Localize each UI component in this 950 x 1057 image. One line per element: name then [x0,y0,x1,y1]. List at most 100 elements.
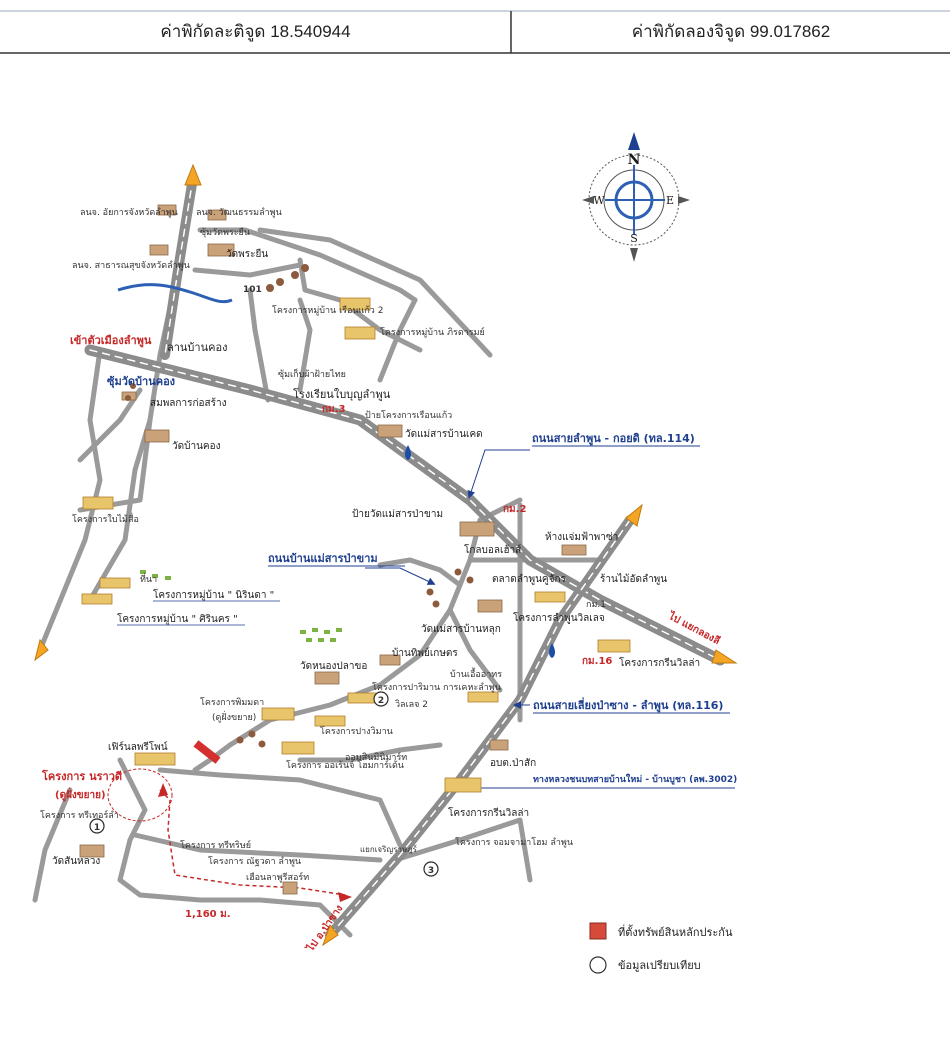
compass-e-label: E [666,194,674,207]
map-legend: ที่ตั้งทรัพย์สินหลักประกัน ข้อมูลเปรียบเ… [589,922,733,974]
arrow-north-icon [184,163,202,186]
store-icon [459,521,495,537]
label-narawadi: โครงการ นราวดี [41,769,122,783]
legend-subject-swatch [589,922,607,940]
road-pointers [365,449,735,792]
header-frame [0,10,950,54]
resort-icon [282,881,298,895]
road-label-116: ถนนสายเลี่ยงป่าซาง - ลำพูน (ทล.116) [533,697,723,713]
label-allium: ออมสินมินิมาร์ท [345,751,407,763]
temple-icon [477,599,503,613]
km3-label: กม.3 [322,404,345,415]
road-label-114: ถนนสายลำพูน - กอยดิ (ทล.114) [532,432,695,446]
subject-property-marker [193,740,221,764]
label-villa2: วิลเลจ 2 [395,699,428,710]
label-talad: ตลาดลำพูนคูจักร [492,574,567,585]
gas-station-icon [549,643,555,658]
gov-building-icon [207,209,227,221]
temple-icon [377,424,403,438]
road-labels: ถนนสายลำพูน - กอยดิ (ทล.114) ถนนบ้านแม่ส… [268,432,737,785]
buildings [79,204,631,895]
to-lamphun-label: เข้าตัวเมืองลำพูน [70,334,152,348]
label-ban-tip: บ้านทิพย์เกษตร [392,647,458,659]
label-silk: ซุ้มเก็บผ้าฝ้ายไทย [278,367,346,380]
label-health: ลนจ. สาธารณสุขจังหวัดลำพูน [72,260,190,271]
label-nirin: โครงการหมู่บ้าน " นิรินดา " [153,588,274,601]
label-baimai: โครงการใบไม้สื่อ [72,512,139,525]
label-pirom: โครงการหมู่บ้าน ภิรดารมย์ [380,326,485,338]
km1-label: กม.1 [586,600,606,610]
store-icon [561,544,587,556]
label-school: โรงเรียนใบบุญลำพูน [293,387,391,401]
compass-n-label: N [628,152,641,168]
label-km101: 101 [243,285,262,295]
compass-rose: N S W E [582,132,690,262]
project-icon [134,752,176,766]
compass-w-label: W [593,194,605,207]
arrow-ne-icon [625,503,643,527]
road-network [32,175,603,938]
place-labels: ลนจ. อัยการจังหวัดลำพูน ลนจ. วัฒนธรรมลำพ… [40,207,700,920]
legend-comparable-swatch [589,956,607,974]
temple-icon [314,671,340,685]
km2-label: กม.2 [503,504,526,515]
comparable-number-2: 2 [378,696,384,706]
project-icon [534,591,566,603]
latitude-value: ค่าพิกัดละติจูด 18.540944 [160,22,351,41]
project-icon [444,777,482,793]
project-icon [597,639,631,653]
label-lamphun-villa: โครงการลำพูนวิลเลจ [513,611,605,624]
comparable-number-3: 3 [428,866,434,876]
project-icon [347,692,377,704]
compass-s-label: S [630,232,638,245]
project-icon [99,577,131,589]
temple-icon [79,844,105,858]
direction-arrows [34,163,738,947]
path-arrow-end-icon [338,892,352,902]
project-icon [344,326,376,340]
legend-subject-label: ที่ตั้งทรัพย์สินหลักประกัน [618,924,733,939]
house-icon [379,654,401,666]
gov-building-icon [157,204,177,216]
longitude-value: ค่าพิกัดลองจิจูด 99.017862 [631,22,831,41]
label-jamsai: โครงการ จอมจามาโฮม ลำพูน [455,837,573,848]
label-wat-ban-kong: วัดบ้านคอง [172,440,221,452]
label-tipmai: ที่นา [140,572,157,585]
gas-station-icon [405,445,411,460]
label-culture: ลนจ. วัฒนธรรมลำพูน [196,207,282,218]
comparable-numbers: 1 2 3 [94,696,434,876]
label-gov-center: ลนจ. อัยการจังหวัดลำพูน [80,207,178,218]
project-icon [281,741,315,755]
arrow-se-icon [711,649,738,664]
arrow-south-icon [322,923,339,947]
label-shop: ร้านไม้อัดลำพูน [600,573,667,585]
project-icon [261,707,295,721]
label-pimmada-sub: (ดูฝั่งขยาย) [212,710,256,723]
project-icon [339,297,371,311]
project-icon [314,715,346,727]
label-sukan: โครงการ ณัฐวดา ลำพูน [208,856,301,867]
highway-114 [84,344,726,666]
label-goodlife: โกลบอลเฮ้าส์ [464,543,521,556]
label-wat-nong: วัดหนองปลาขอ [300,661,367,672]
comparable-marker-1 [89,818,105,834]
project-icon [81,593,113,605]
office-icon [489,739,509,751]
label-orchid: โครงการ ออเร้นจ์ โฮมการ์เด้น [286,759,404,771]
label-pava: โครงการปาริมาน การเคหะลำพูน [372,682,501,693]
label-resort: เฟิร์นลพรีโพน์ [108,740,168,753]
label-wat-maesan-sign: ป้ายวัดแม่สารป่าขาม [352,508,443,520]
km-labels: กม.3 กม.2 กม.1 กม.16 [322,404,612,667]
label-tree: โครงการ ทรีเทอร์ลำ [40,809,119,821]
label-wat-phra-yuen: วัดพระยืน [226,248,268,260]
temple-icon [144,429,170,443]
comparable-number-1: 1 [94,823,100,833]
compass-north-icon [628,132,640,150]
project-icon [467,691,499,703]
road-label-maesan: ถนนบ้านแม่สารป่าขาม [268,552,378,565]
distance-path [159,789,346,896]
legend-comparable-label: ข้อมูลเปรียบเทียบ [618,959,701,972]
km16-label: กม.16 [582,656,612,667]
label-wat-phra-yuen-jn: ซุ้มวัดพระยืน [200,227,250,238]
